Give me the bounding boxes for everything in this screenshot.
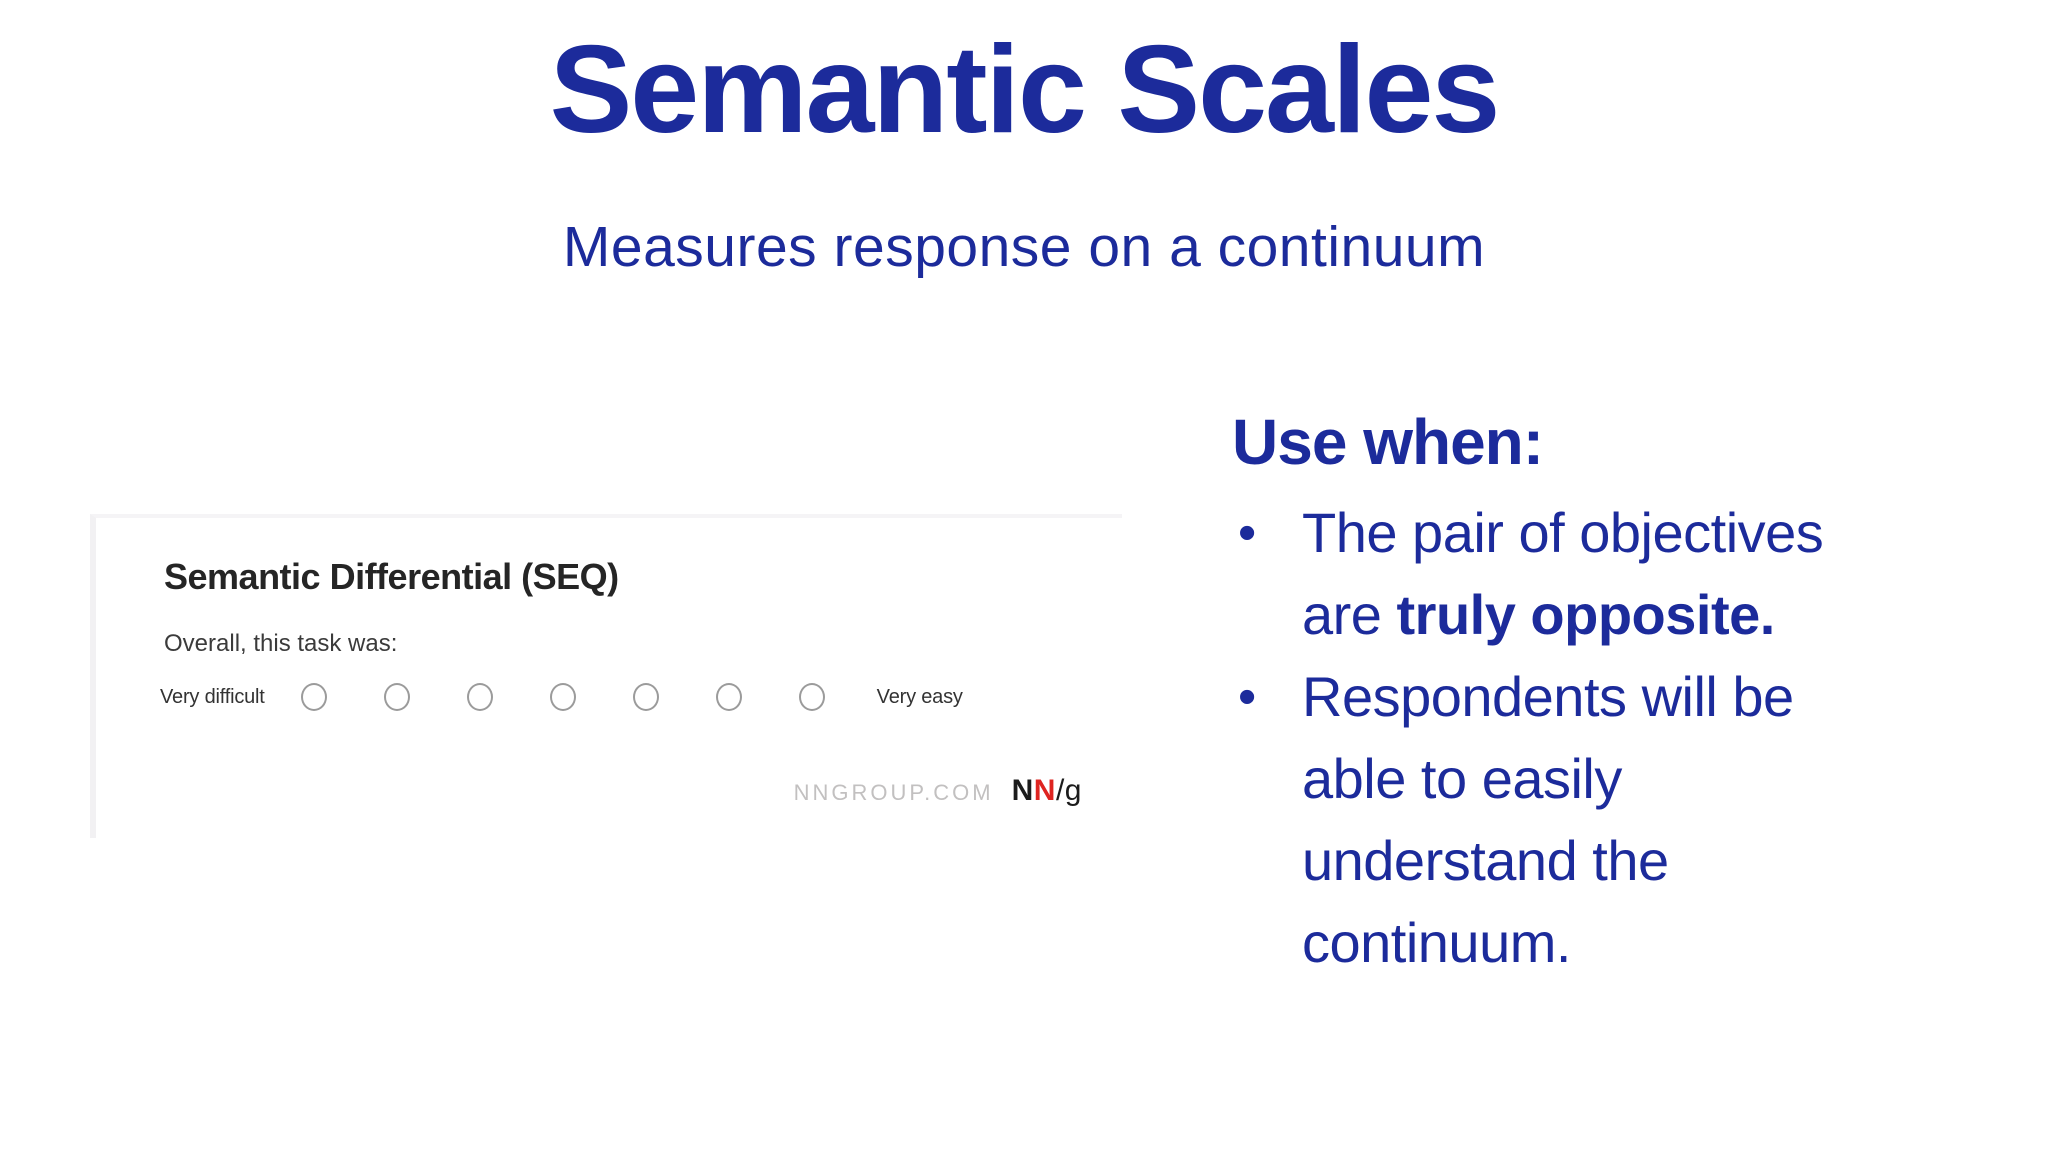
bullet-2-line-3: understand the [1302, 829, 1669, 892]
bullet-2-line-4: continuum. [1302, 911, 1571, 974]
bullet-dot: • [1238, 668, 1257, 726]
scale-right-label: Very easy [876, 685, 963, 708]
bullet-1-line-2-bold: truly opposite. [1396, 583, 1776, 646]
bullet-1-line-1: The pair of objectives [1302, 501, 1824, 564]
use-when-heading: Use when: [1232, 406, 1544, 478]
bullet-1-line-2-regular: are [1302, 583, 1397, 646]
radio-button[interactable] [466, 683, 493, 711]
radio-group [300, 683, 825, 711]
bullet-2-text: Respondents will be able to easily under… [1302, 656, 1794, 984]
slide-subtitle: Measures response on a continuum [562, 215, 1486, 279]
radio-button[interactable] [549, 683, 576, 711]
nng-logo-n1: N [1011, 774, 1034, 807]
scale-left-label: Very difficult [160, 685, 265, 708]
nng-logo: NN/g [1012, 774, 1082, 808]
use-when-section: Use when: • The pair of objectives are t… [1232, 400, 1992, 984]
bullet-item-1: • The pair of objectives are truly oppos… [1232, 492, 1992, 656]
slide-title: Semantic Scales [549, 21, 1501, 159]
radio-button[interactable] [300, 683, 327, 711]
bullet-dot: • [1238, 504, 1257, 562]
survey-question: Overall, this task was: [164, 630, 398, 657]
radio-button[interactable] [632, 683, 659, 711]
bullet-1-line-2: are truly opposite. [1302, 574, 1823, 656]
survey-screenshot-card: Semantic Differential (SEQ) Overall, thi… [90, 514, 1122, 838]
bullet-2-line-1: Respondents will be [1302, 665, 1794, 728]
bullet-2-line-2: able to easily [1302, 747, 1622, 810]
nng-footer: NNGROUP.COM NN/g [794, 774, 1082, 808]
nng-logo-slash-g: /g [1055, 774, 1082, 807]
nng-logo-n2: N [1033, 774, 1056, 807]
bullet-1-text: The pair of objectives are truly opposit… [1302, 492, 1824, 656]
radio-button[interactable] [798, 683, 825, 711]
semantic-scale-row: Very difficult Very easy [160, 674, 963, 720]
radio-button[interactable] [383, 683, 410, 711]
survey-heading: Semantic Differential (SEQ) [164, 556, 619, 597]
bullet-item-2: • Respondents will be able to easily und… [1232, 656, 1992, 984]
radio-button[interactable] [715, 683, 742, 711]
nngroup-site-text: NNGROUP.COM [793, 780, 994, 805]
